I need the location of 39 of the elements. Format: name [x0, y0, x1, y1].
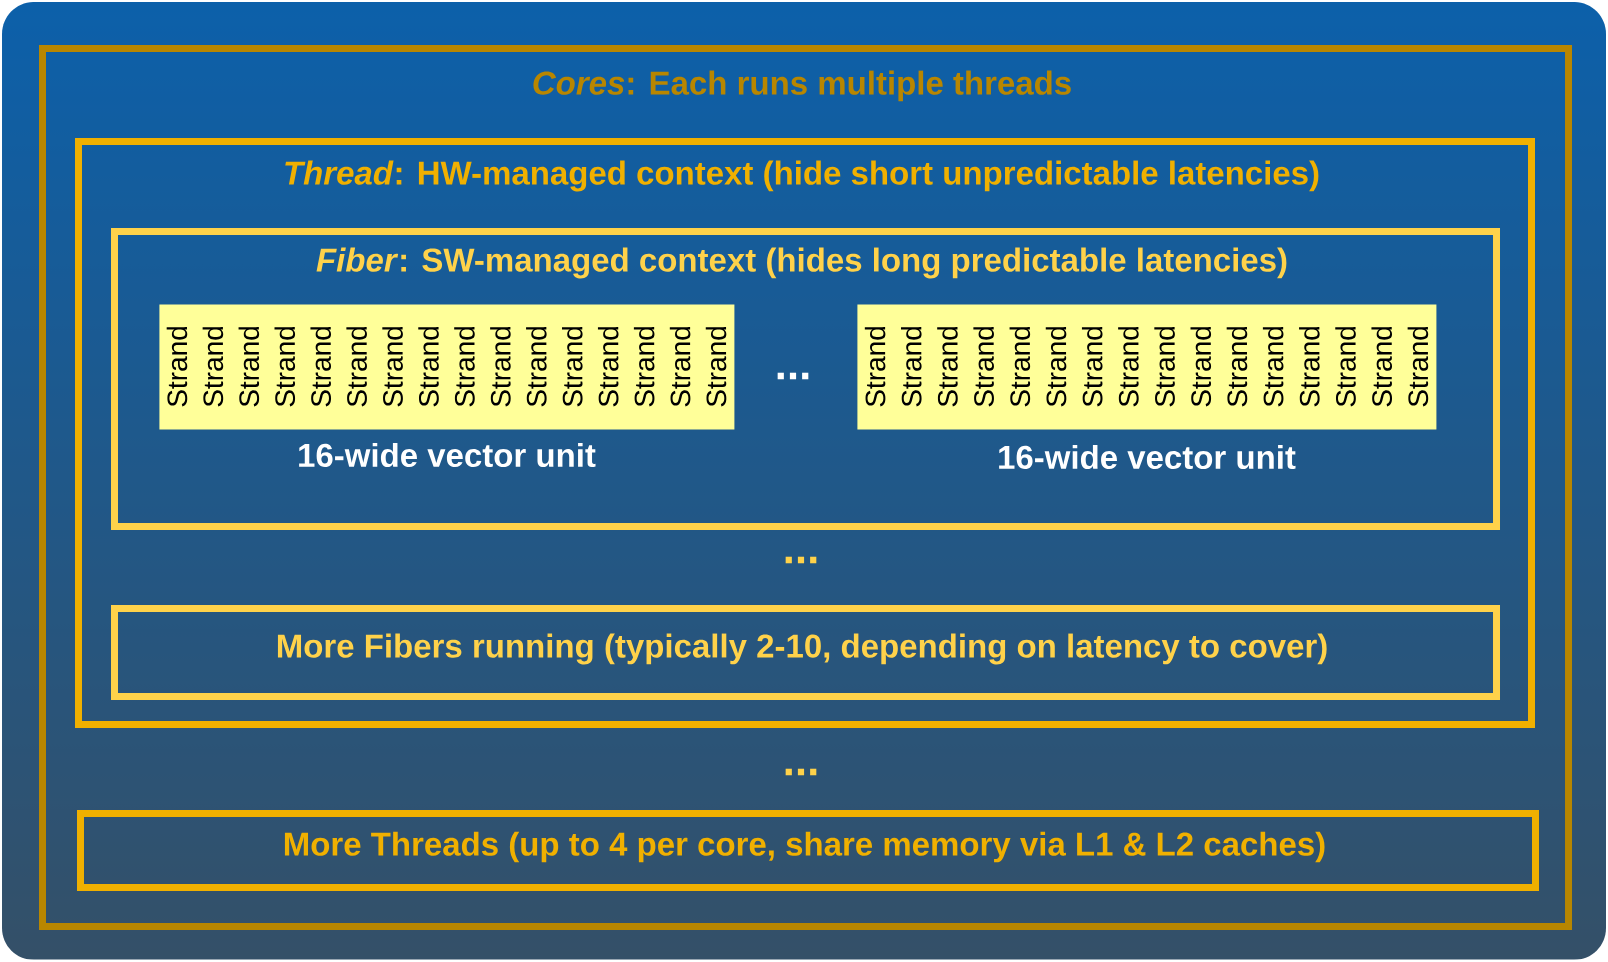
strand-label: Strand: [1009, 327, 1031, 407]
strand-label: Strand: [562, 327, 583, 407]
strand-label: Strand: [1190, 327, 1212, 407]
strand-label: Strand: [1118, 327, 1139, 407]
strand-label: Strand: [526, 327, 547, 407]
strand-label: Strand: [864, 327, 886, 407]
strand-label: Strand: [1262, 327, 1284, 407]
unit-caption: 16-wide vector unit: [999, 444, 1296, 470]
strand-label: Strand: [1154, 327, 1175, 407]
strand-label: Strand: [274, 327, 296, 407]
strand-label: Strand: [454, 327, 475, 407]
strand-label: Strand: [238, 327, 260, 407]
strand-label: Strand: [633, 327, 655, 407]
strand-label: Strand: [490, 327, 511, 407]
strand-label: Strand: [382, 327, 403, 407]
strand-label: Strand: [973, 327, 994, 407]
strand-label: Strand: [1335, 327, 1356, 407]
strand-label: Strand: [346, 327, 367, 407]
strand-label: Strand: [597, 327, 619, 407]
ellipsis: ...: [777, 372, 809, 380]
strand-label: Strand: [1407, 327, 1429, 407]
strand-label: Strand: [705, 327, 727, 407]
strand-label: Strand: [1371, 327, 1392, 407]
ellipsis: ...: [785, 556, 817, 564]
strand-label: Strand: [166, 327, 188, 407]
ellipsis: ...: [785, 768, 817, 776]
strand-label: Strand: [669, 327, 691, 407]
strand-label: Strand: [1045, 327, 1067, 407]
strand-label: Strand: [202, 327, 224, 407]
strand-label: Strand: [310, 327, 331, 407]
strand-label: Strand: [1299, 327, 1320, 407]
strand-label: Strand: [418, 327, 439, 407]
strand-label: Strand: [1226, 327, 1248, 407]
text-box: More Fibers running (typically 2-10, depending on latency to cover): [111, 605, 1500, 700]
unit-caption: 16-wide vector unit: [299, 442, 596, 468]
strand-label: Strand: [1081, 327, 1103, 407]
text-box: More Threads (up to 4 per core, share memory via L1 & L2 caches): [77, 810, 1539, 891]
strand-label: Strand: [937, 327, 958, 407]
strand-label: Strand: [901, 327, 922, 407]
